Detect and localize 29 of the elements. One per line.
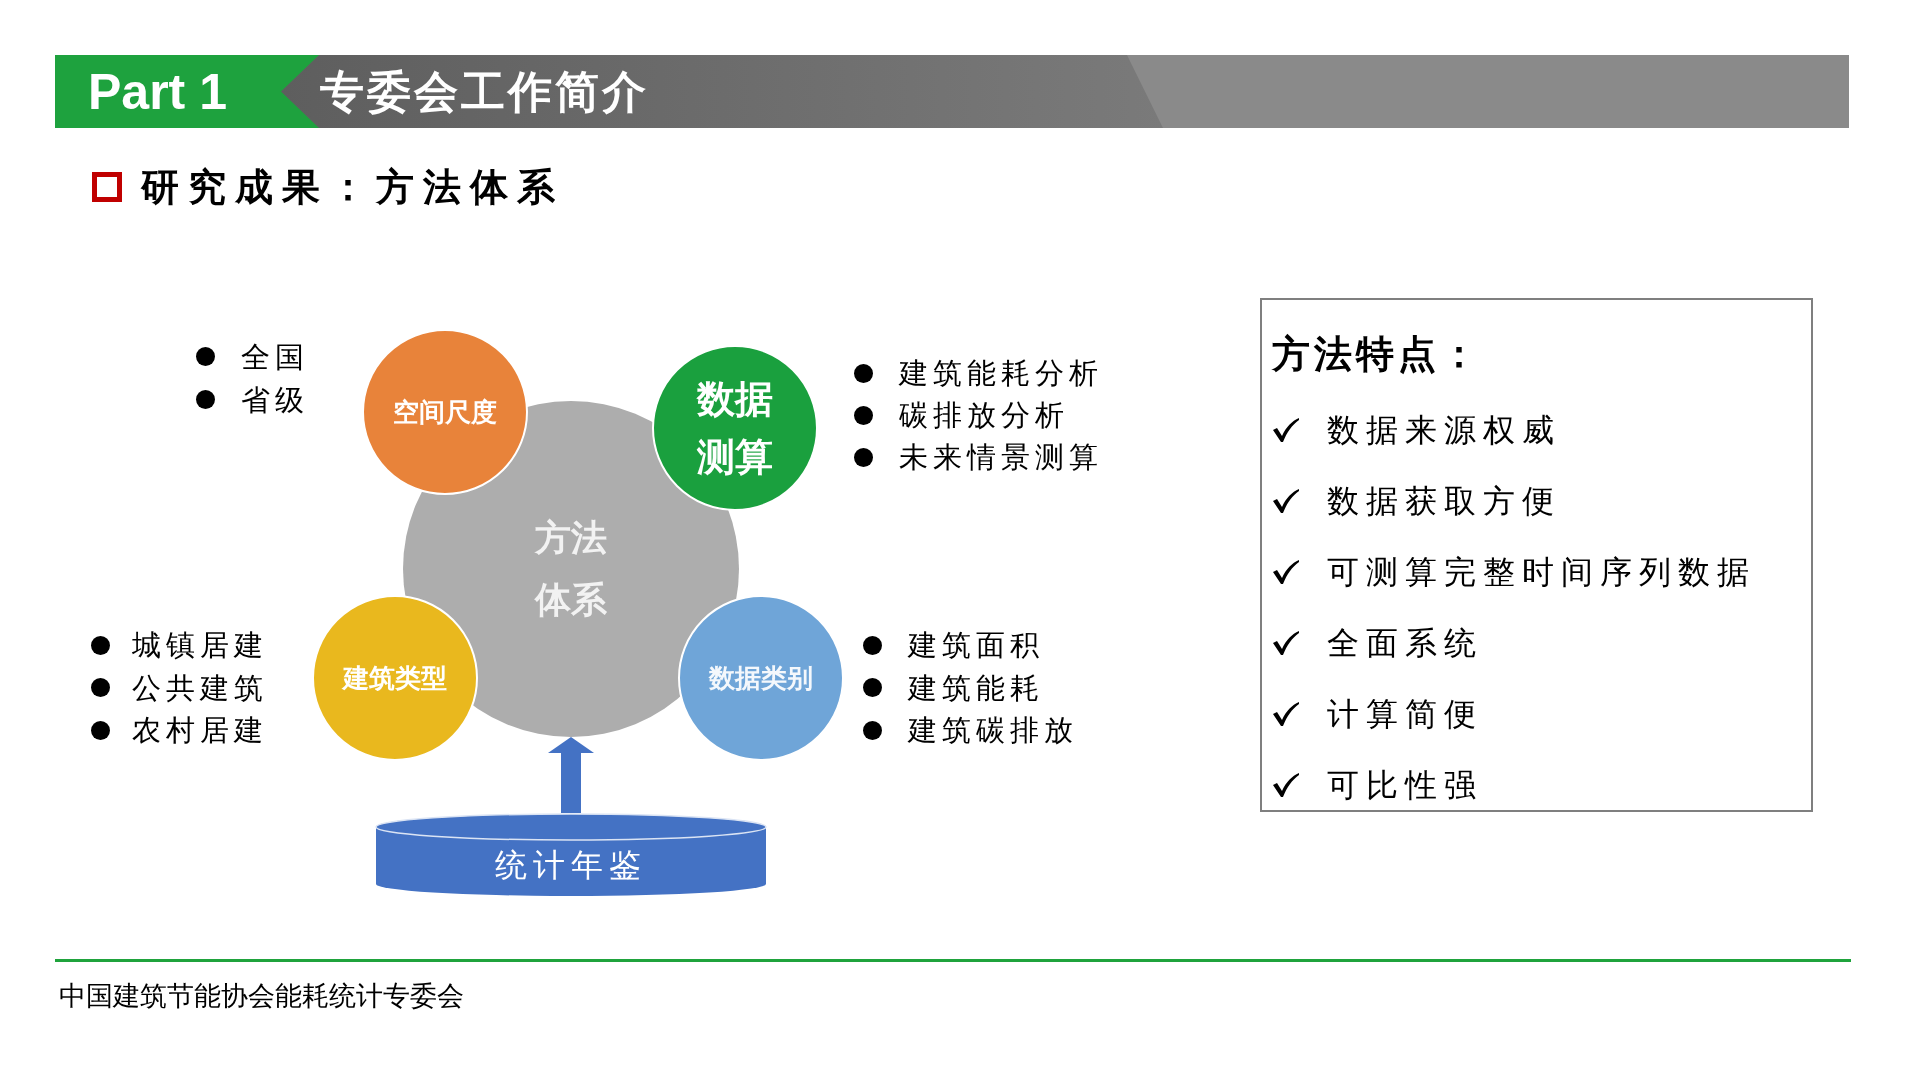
bullet-text: 农村居建 <box>132 712 268 749</box>
bullet-text: 建筑能耗 <box>908 669 1044 706</box>
section-number: Part 1 <box>88 62 227 122</box>
bullet-text: 城镇居建 <box>132 627 268 664</box>
bullet-text: 碳排放分析 <box>899 397 1069 433</box>
feature-panel <box>1260 298 1813 812</box>
feature-text: 可测算完整时间序列数据 <box>1327 551 1756 592</box>
node-label: 统计年鉴 <box>495 845 647 885</box>
feature-text: 计算简便 <box>1327 693 1483 734</box>
bullet-text: 省级 <box>241 381 309 418</box>
node-label: 建筑类型 <box>343 662 447 694</box>
node-label: 空间尺度 <box>393 396 497 428</box>
bullet-text: 建筑能耗分析 <box>899 355 1103 391</box>
footer-text: 中国建筑节能协会能耗统计专委会 <box>59 980 464 1012</box>
bullet-text: 建筑面积 <box>908 627 1044 664</box>
node-label: 方法体系 <box>533 516 608 622</box>
bullet-text: 未来情景测算 <box>899 439 1103 475</box>
bullet-text: 全国 <box>241 338 309 375</box>
header-title: 专委会工作简介 <box>320 65 649 118</box>
bullet-text: 公共建筑 <box>132 669 268 706</box>
feature-text: 数据来源权威 <box>1327 409 1561 450</box>
feature-text: 全面系统 <box>1327 622 1483 663</box>
feature-text: 数据获取方便 <box>1327 480 1561 521</box>
bullet-text: 建筑碳排放 <box>908 712 1078 749</box>
node-label: 数据类别 <box>709 662 813 694</box>
panel-heading: 方法特点： <box>1272 331 1482 377</box>
feature-text: 可比性强 <box>1327 764 1483 805</box>
section-subtitle: 研究成果：方法体系 <box>141 163 564 211</box>
node-label: 数据测算 <box>695 377 774 480</box>
